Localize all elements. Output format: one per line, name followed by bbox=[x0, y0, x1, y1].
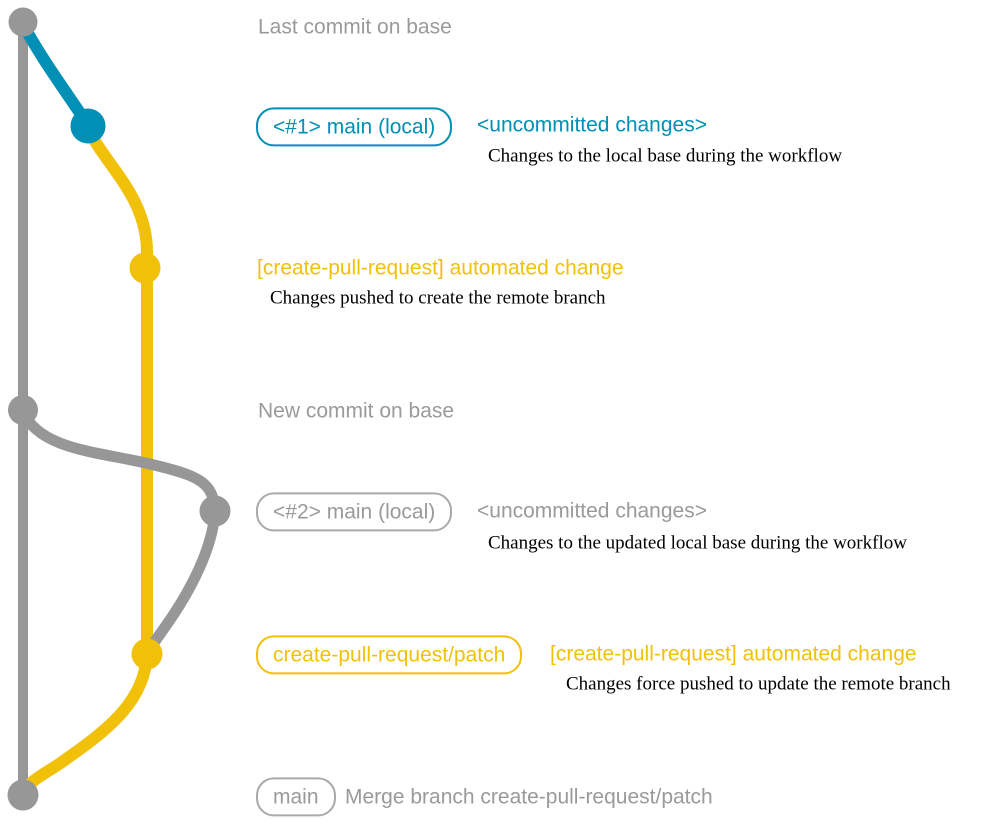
branch-label-main-local-2: <#2> main (local) bbox=[256, 492, 453, 532]
commit-message-merge: Merge branch create-pull-request/patch bbox=[345, 785, 713, 809]
commit-dot-local-main-1 bbox=[70, 108, 106, 144]
commit-dot-last-base bbox=[8, 7, 38, 37]
commit-note-automated-1: Changes pushed to create the remote bran… bbox=[270, 287, 606, 309]
commit-dot-pr-1 bbox=[129, 252, 161, 284]
branch-label-main: main bbox=[256, 777, 336, 817]
commit-note-uncommitted-2: Changes to the updated local base during… bbox=[488, 532, 907, 554]
commit-note-uncommitted-1: Changes to the local base during the wor… bbox=[488, 145, 843, 167]
commit-note-automated-2: Changes force pushed to update the remot… bbox=[566, 673, 951, 695]
commit-message-last-base: Last commit on base bbox=[258, 15, 452, 39]
commit-message-uncommitted-1: <uncommitted changes> bbox=[477, 113, 707, 137]
local-main-branch-line bbox=[19, 22, 92, 128]
commit-message-uncommitted-2: <uncommitted changes> bbox=[477, 499, 707, 523]
commit-message-new-base: New commit on base bbox=[258, 399, 455, 423]
commit-message-automated-1: [create-pull-request] automated change bbox=[257, 256, 624, 280]
branch-label-main-local-1: <#1> main (local) bbox=[256, 107, 453, 147]
pr-branch-merge-line bbox=[18, 648, 153, 798]
commit-dot-new-base bbox=[8, 395, 38, 425]
branch-label-pr-patch: create-pull-request/patch bbox=[256, 635, 523, 675]
updated-local-branch-line-lower bbox=[142, 505, 221, 660]
commit-message-automated-2: [create-pull-request] automated change bbox=[550, 642, 917, 666]
commit-dot-pr-2 bbox=[131, 638, 163, 670]
pr-branch-line bbox=[82, 122, 153, 660]
commit-dot-merge bbox=[7, 779, 39, 811]
commit-dot-local-main-2 bbox=[199, 495, 231, 527]
updated-local-branch-line-upper bbox=[17, 406, 221, 517]
